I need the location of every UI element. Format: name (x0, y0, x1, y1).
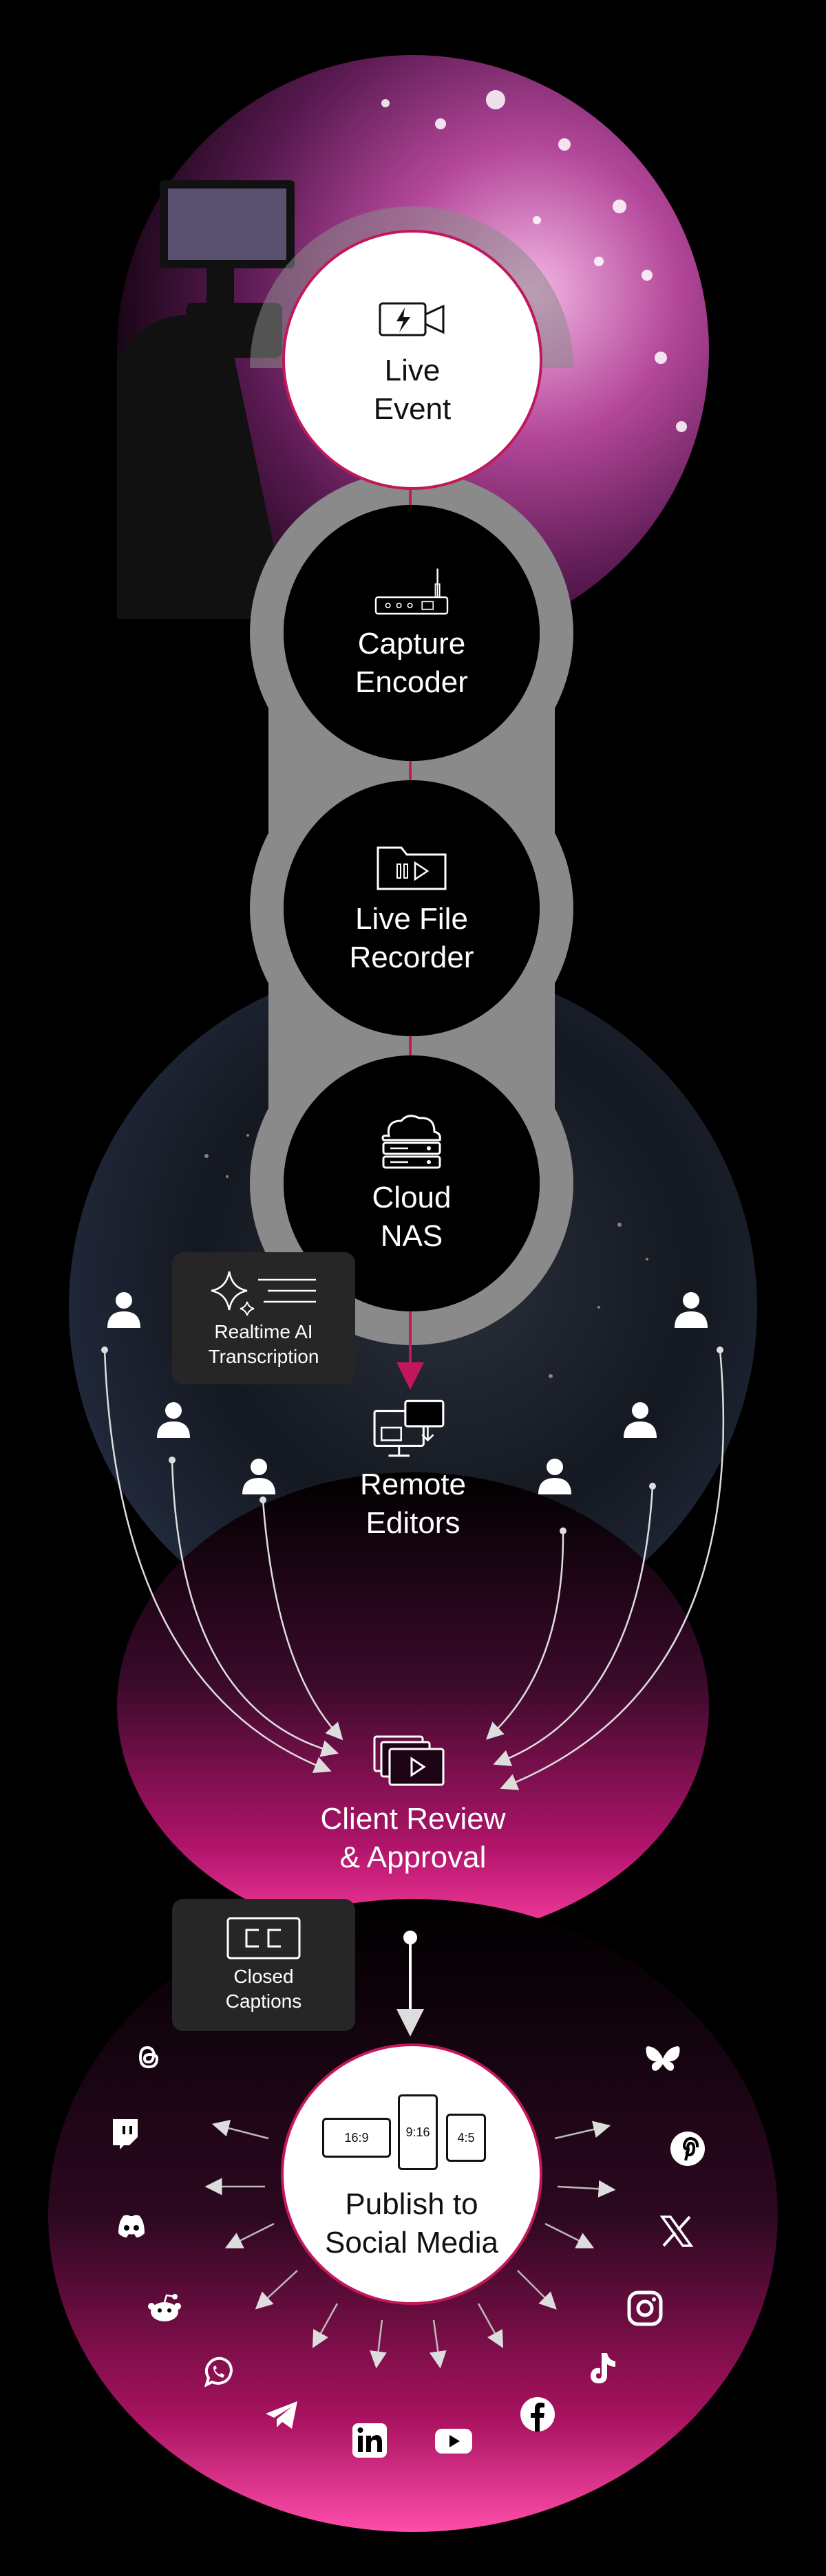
badge-closed-captions: Closed Captions (172, 1899, 355, 2031)
aspect-16-9: 16:9 (322, 2118, 391, 2158)
twitch-icon (105, 2114, 145, 2154)
label-realtime-ai-transcription: Realtime AI Transcription (209, 1320, 319, 1369)
aspect-4-5: 4:5 (446, 2114, 486, 2162)
node-publish-social-media: 16:9 9:16 4:5 Publish to Social Media (281, 2043, 542, 2305)
label-publish-social-media: Publish to Social Media (325, 2185, 498, 2262)
linkedin-icon (350, 2421, 390, 2460)
label-live-file-recorder: Live File Recorder (350, 900, 474, 977)
closed-captions-icon (226, 1916, 301, 1960)
user-icon (537, 1457, 573, 1496)
bluesky-icon (643, 2039, 683, 2079)
youtube-icon (434, 2421, 474, 2460)
threads-icon (128, 2037, 168, 2076)
node-capture-encoder: Capture Encoder (284, 505, 540, 761)
reddit-icon (145, 2288, 184, 2328)
cloud-server-icon (374, 1111, 449, 1173)
whatsapp-icon (198, 2352, 238, 2392)
node-live-file-recorder: Live File Recorder (284, 780, 540, 1036)
telegram-icon (262, 2394, 301, 2434)
folder-record-icon (374, 839, 449, 894)
ai-sparkle-text-icon (209, 1267, 319, 1316)
pinterest-icon (668, 2129, 708, 2169)
remote-editors-icon (372, 1397, 449, 1460)
label-client-review: Client Review & Approval (275, 1800, 551, 1877)
badge-realtime-ai-transcription: Realtime AI Transcription (172, 1252, 355, 1384)
label-live-event: Live Event (374, 352, 452, 429)
node-live-event: Live Event (282, 230, 542, 490)
label-capture-encoder: Capture Encoder (355, 625, 468, 702)
discord-icon (112, 2206, 151, 2246)
facebook-icon (518, 2394, 558, 2434)
aspect-9-16: 9:16 (398, 2094, 438, 2170)
x-icon (657, 2211, 697, 2251)
label-cloud-nas: Cloud NAS (372, 1179, 452, 1256)
user-icon (156, 1401, 191, 1439)
user-icon (622, 1401, 658, 1439)
tiktok-icon (581, 2349, 621, 2389)
label-closed-captions: Closed Captions (226, 1964, 302, 2014)
video-stack-icon (372, 1734, 447, 1789)
encoder-device-icon (360, 564, 463, 619)
user-icon (241, 1457, 277, 1496)
label-remote-editors: Remote Editors (303, 1466, 523, 1543)
user-icon (673, 1291, 709, 1329)
camera-lightning-icon (374, 291, 450, 346)
instagram-icon (625, 2288, 665, 2328)
aspect-ratio-group: 16:9 9:16 4:5 (322, 2094, 501, 2170)
user-icon (106, 1291, 142, 1329)
